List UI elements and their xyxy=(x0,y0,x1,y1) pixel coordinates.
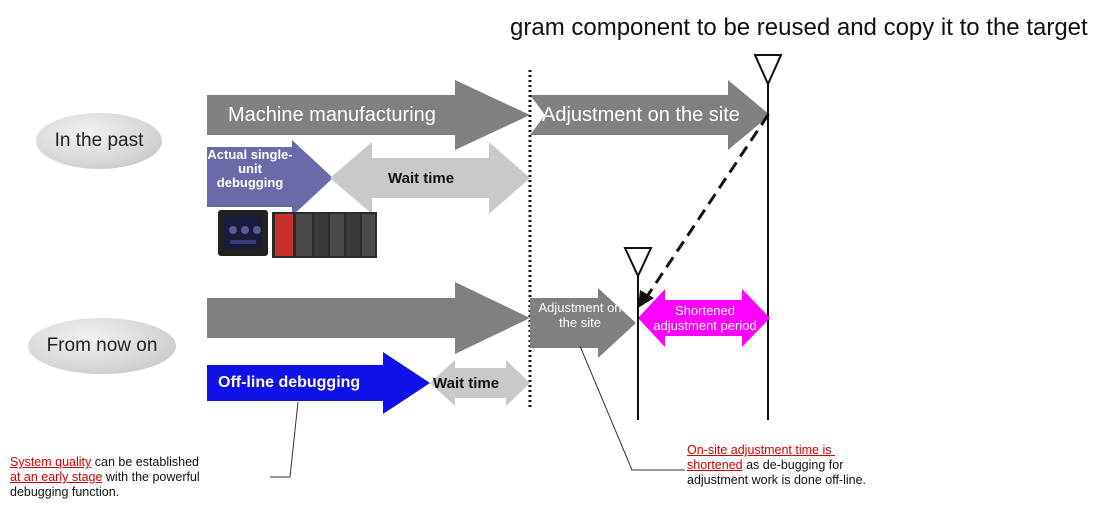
past-wait-time-arrow xyxy=(330,142,530,214)
onsite-adjustment-highlight: On-site adjustment time is xyxy=(687,443,835,457)
left-callout: System quality can be established at an … xyxy=(10,455,270,500)
adjustment-on-site-arrow xyxy=(530,80,770,150)
now-adjustment-line-1: Adjustment on xyxy=(538,300,622,315)
left-callout-line-1-rest: can be established xyxy=(91,455,199,469)
debugging-label-line-2: unit xyxy=(238,161,262,176)
shortening-indicator-arrow xyxy=(638,114,770,308)
debugging-label-line-1: Actual single- xyxy=(207,147,293,162)
shortened-adjustment-period-arrow xyxy=(638,289,770,347)
now-completion-milestone xyxy=(623,247,653,420)
early-stage-highlight: at an early stage xyxy=(10,470,103,484)
left-callout-leader xyxy=(270,401,299,478)
left-callout-line-1: System quality can be established xyxy=(10,455,270,470)
adjustment-on-site-label: Adjustment on the site xyxy=(542,103,740,126)
past-row-label: In the past xyxy=(36,113,162,169)
actual-single-unit-debugging-label: Actual single- unit debugging xyxy=(207,148,293,190)
right-callout-line-2: shortened as de-bugging for xyxy=(687,458,947,473)
now-adjustment-on-site-label: Adjustment on the site xyxy=(530,300,630,330)
left-callout-line-2-rest: with the powerful xyxy=(102,470,200,484)
now-row-label: From now on xyxy=(28,318,176,374)
machine-manufacturing-arrow xyxy=(207,80,530,150)
shortened-period-label: Shortened adjustment period xyxy=(640,303,770,333)
machine-manufacturing-label: Machine manufacturing xyxy=(228,103,436,126)
shortened-period-line-1: Shortened xyxy=(675,303,735,318)
right-callout: On-site adjustment time is shortened as … xyxy=(687,443,947,488)
past-wait-time-label: Wait time xyxy=(388,169,455,187)
right-callout-line-3: adjustment work is done off-line. xyxy=(687,473,867,487)
offline-debugging-label: Off-line debugging xyxy=(218,374,361,391)
right-callout-line-2-rest: as de-bugging for xyxy=(742,458,844,472)
actual-single-unit-debugging-arrow xyxy=(207,140,333,216)
shortened-period-line-2: adjustment period xyxy=(653,318,757,333)
now-adjustment-on-site-arrow xyxy=(530,288,636,358)
right-callout-line-1: On-site adjustment time is xyxy=(687,443,947,458)
debugging-label-line-3: debugging xyxy=(216,175,284,190)
right-callout-leader xyxy=(579,345,685,471)
offline-debugging-arrow xyxy=(207,352,430,414)
past-completion-milestone xyxy=(753,54,783,420)
now-manufacturing-arrow xyxy=(207,282,530,354)
system-quality-highlight: System quality xyxy=(10,455,92,469)
left-callout-line-3: debugging function. xyxy=(10,485,120,499)
shortened-highlight: shortened xyxy=(687,458,743,472)
plc-hardware-image xyxy=(218,210,377,258)
header-text: gram component to be reused and copy it … xyxy=(510,14,1088,41)
now-wait-time-label: Wait time xyxy=(433,374,500,392)
now-adjustment-line-2: the site xyxy=(559,315,601,330)
now-wait-time-arrow xyxy=(430,360,530,406)
left-callout-line-2: at an early stage with the powerful xyxy=(10,470,270,485)
